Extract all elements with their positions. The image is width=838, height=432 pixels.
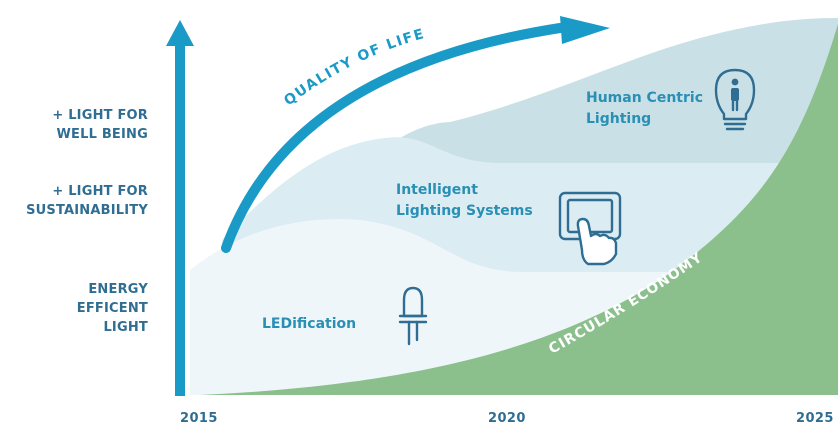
x-tick-2015: 2015 (180, 411, 218, 426)
y-label-well-being: + LIGHT FOR WELL BEING (52, 108, 148, 142)
led-diode-icon (398, 286, 428, 346)
y-axis-arrowhead (166, 20, 194, 46)
lightbulb-person-icon (714, 68, 756, 131)
x-tick-2025: 2025 (796, 411, 834, 426)
stage-label-ledification: LEDification (262, 316, 357, 332)
tablet-touch-icon (558, 191, 622, 266)
circular-economy-area (200, 24, 838, 395)
stage-label-intelligent-lighting: Intelligent Lighting Systems (396, 182, 533, 219)
stage-label-human-centric: Human Centric Lighting (586, 90, 703, 127)
x-tick-2020: 2020 (488, 411, 526, 426)
quality-of-life-arrowhead (560, 16, 610, 44)
y-axis-line (175, 44, 185, 396)
quality-of-life-arrow (221, 23, 565, 253)
y-label-energy-efficient: ENERGY EFFICENT LIGHT (76, 282, 148, 335)
y-label-sustainability: + LIGHT FOR SUSTAINABILITY (26, 184, 148, 218)
